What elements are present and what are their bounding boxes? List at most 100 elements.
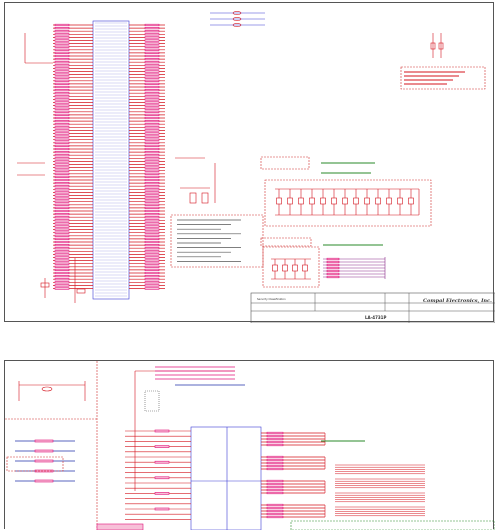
net-label-left [54,244,70,247]
net-label-right [144,250,160,253]
capacitor-symbol-icon [342,197,348,205]
net-label-right [144,101,160,104]
net-label-right [144,64,160,67]
net-label-left [54,222,70,225]
net-label-right [144,265,160,268]
net-label-left [54,54,70,58]
net-label-right [144,228,160,231]
net-label [154,429,170,433]
net-label-left [54,30,70,33]
net-label-left [54,98,70,101]
net-label [266,443,284,447]
net-label-right [144,141,160,144]
net-label-left [54,163,70,166]
net-label-left [54,141,70,144]
net-label-right [144,61,160,64]
net-label-right [144,92,160,95]
net-label-right [144,36,160,39]
net-label-left [54,132,70,135]
net-label-left [54,33,70,36]
net-label-left [54,135,70,138]
net-label [154,476,170,480]
net-label-right [144,216,160,219]
net-label-right [144,244,160,247]
capacitor-symbol-icon [282,264,288,272]
net-label-right [144,274,160,278]
net-label-right [144,42,160,45]
net-label [266,485,284,489]
net-label [266,479,284,483]
capacitor-symbol-icon [353,197,359,205]
capacitor-symbol-icon [375,197,381,205]
net-label-right [144,39,160,42]
net-label [154,460,170,464]
net-label-right [144,54,160,58]
net-label-right [144,271,160,275]
net-label-left [54,175,70,179]
net-label [266,506,284,510]
net-label-left [54,89,70,92]
net-label-right [144,98,160,101]
net-label [34,439,54,443]
net-label-left [54,26,70,30]
net-label-left [54,166,70,169]
net-label-left [54,200,70,203]
net-label-left [54,284,70,287]
net-label-right [144,209,160,213]
schematic-sheet-top: Compal Electronics, Inc. LA-4731P Securi… [4,2,495,323]
net-label-left [54,42,70,45]
net-label-left [54,265,70,268]
net-label-left [54,191,70,194]
net-label-right [144,116,160,120]
net-label [154,492,170,495]
net-label-left [54,138,70,141]
net-label-left [54,92,70,95]
net-label-left [54,104,70,107]
net-label-left [54,287,70,290]
net-label-left [54,57,70,61]
net-label-left [54,240,70,244]
net-label [266,464,284,468]
net-label-right [144,166,160,169]
net-label-right [144,219,160,222]
net-label-right [144,51,160,54]
net-label-left [54,129,70,132]
net-label-left [54,172,70,175]
net-label-left [54,95,70,98]
resistor-symbol-icon [232,11,242,15]
net-label [154,507,170,511]
net-label-right [144,163,160,166]
net-label-right [144,200,160,203]
net-label-left [54,82,70,85]
net-label-left [54,253,70,256]
net-label-left [54,209,70,213]
capacitor-symbol-icon [272,264,278,272]
net-label-left [54,259,70,262]
net-label [34,449,54,453]
net-label-right [144,30,160,33]
net-label-right [144,151,160,154]
decap-bank-box [264,179,432,227]
net-label [266,431,284,435]
net-label-right [144,147,160,151]
net-label-left [54,147,70,151]
net-label-left [54,197,70,200]
net-label-right [144,194,160,197]
net-label-left [54,157,70,160]
ic2-body [190,426,262,530]
net-label-left [54,151,70,154]
net-label-right [144,278,160,281]
net-label-left [54,271,70,275]
net-label-right [144,240,160,244]
net-label-right [144,206,160,210]
net-label [266,509,284,513]
net-label-left [54,110,70,113]
net-label [266,455,284,459]
net-label-left [54,234,70,237]
net-label-right [144,284,160,287]
net-label [154,445,170,448]
net-label-right [144,191,160,194]
net-label-right [144,48,160,51]
net-label-right [144,138,160,141]
net-label-left [54,39,70,42]
